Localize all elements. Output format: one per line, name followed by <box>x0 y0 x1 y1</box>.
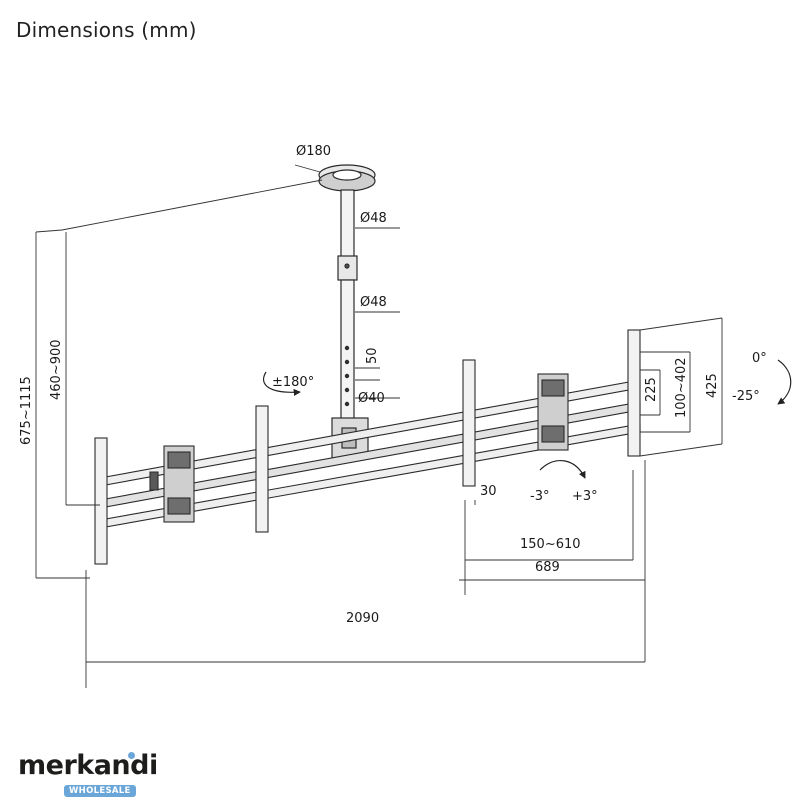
right-bracket <box>462 329 641 487</box>
logo-wordmark: merkandi <box>18 750 158 781</box>
rotation-arrows <box>263 359 792 479</box>
label-ceiling-plate-diameter: Ø180 <box>296 144 331 159</box>
logo-dot-icon <box>128 752 135 759</box>
logo-badge: WHOLESALE <box>64 785 136 797</box>
merkandi-logo: merkandi WHOLESALE <box>18 752 158 798</box>
label-pole-upper-diameter: Ø48 <box>360 211 387 226</box>
label-pole-step: 50 <box>365 347 380 364</box>
diagram-title: Dimensions (mm) <box>16 18 197 42</box>
label-height-total: 675~1115 <box>19 376 34 445</box>
label-swivel-left: -3° <box>530 489 549 504</box>
label-bracket-height: 425 <box>705 373 720 398</box>
label-pole-lower-diameter: Ø48 <box>360 295 387 310</box>
label-pole-bottom-diameter: Ø40 <box>358 391 385 406</box>
label-swivel-right: +3° <box>572 489 598 504</box>
label-rotation: ±180° <box>272 375 314 390</box>
ceiling-pole <box>318 164 376 459</box>
dimension-lines <box>35 164 723 688</box>
label-width-range: 150~610 <box>520 537 581 552</box>
label-plate-height-225: 225 <box>644 377 659 402</box>
label-height-pole: 460~900 <box>49 339 64 400</box>
label-tilt-bottom: -25° <box>732 389 760 404</box>
label-width-689: 689 <box>535 560 560 575</box>
label-tilt-top: 0° <box>752 351 767 366</box>
label-plate-height-range: 100~402 <box>674 357 689 418</box>
label-width-total: 2090 <box>346 611 379 626</box>
left-bracket <box>94 405 269 565</box>
pole-upper <box>340 189 355 259</box>
label-offset-30: 30 <box>480 484 497 499</box>
